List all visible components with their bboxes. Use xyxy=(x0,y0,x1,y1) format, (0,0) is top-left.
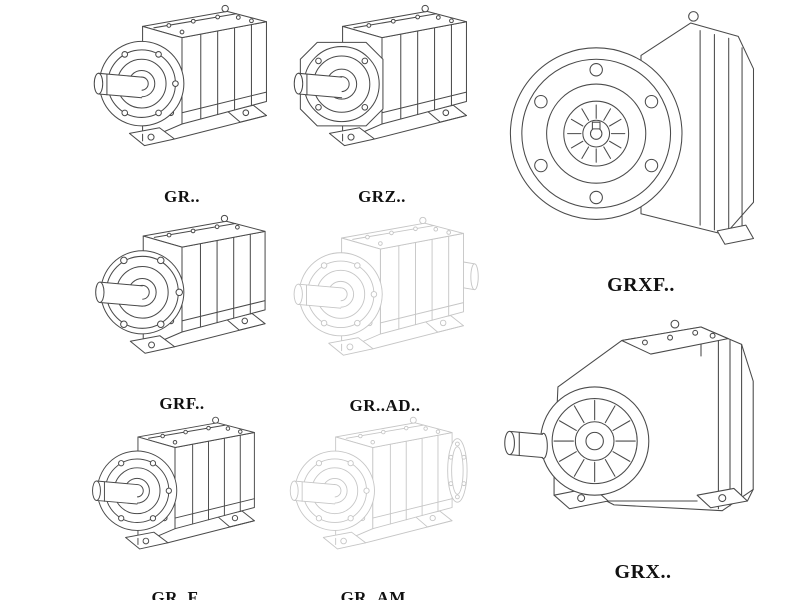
gearbox-figure-grz: GRZ.. xyxy=(288,2,476,207)
gearbox-figure-grff: GR..F xyxy=(84,414,266,600)
gearbox-label-grz: GRZ.. xyxy=(358,187,406,206)
gearbox-drawing-grad xyxy=(293,216,479,356)
gearbox-figure-gr: GR.. xyxy=(88,2,276,207)
gearbox-label-gr: GR.. xyxy=(164,187,200,206)
gearbox-drawing-grxf xyxy=(498,0,784,272)
gearbox-figure-grx: GRX.. xyxy=(498,298,788,584)
gearbox-drawing-gr xyxy=(88,2,276,185)
gearbox-label-grff: GR..F xyxy=(151,588,199,600)
gearbox-figure-grxf: GRXF.. xyxy=(498,0,784,297)
gearbox-figure-grad: GR..AD.. xyxy=(288,214,482,416)
gearbox-label-grxf: GRXF.. xyxy=(607,274,675,296)
gearbox-drawing-grff xyxy=(84,414,266,586)
gearbox-drawing-gram xyxy=(289,416,468,550)
gearbox-drawing-grf xyxy=(88,212,276,392)
gearbox-label-grf: GRF.. xyxy=(159,394,205,413)
gearbox-figure-grf: GRF.. xyxy=(88,212,276,414)
gearbox-drawing-grz xyxy=(288,2,476,185)
gearbox-drawing-grx xyxy=(498,298,788,559)
gearbox-figure-gram: GR..AM.. xyxy=(282,414,474,600)
gearbox-label-gram: GR..AM.. xyxy=(340,588,416,600)
gearbox-label-grx: GRX.. xyxy=(614,561,672,583)
gearbox-label-grad: GR..AD.. xyxy=(349,396,421,415)
